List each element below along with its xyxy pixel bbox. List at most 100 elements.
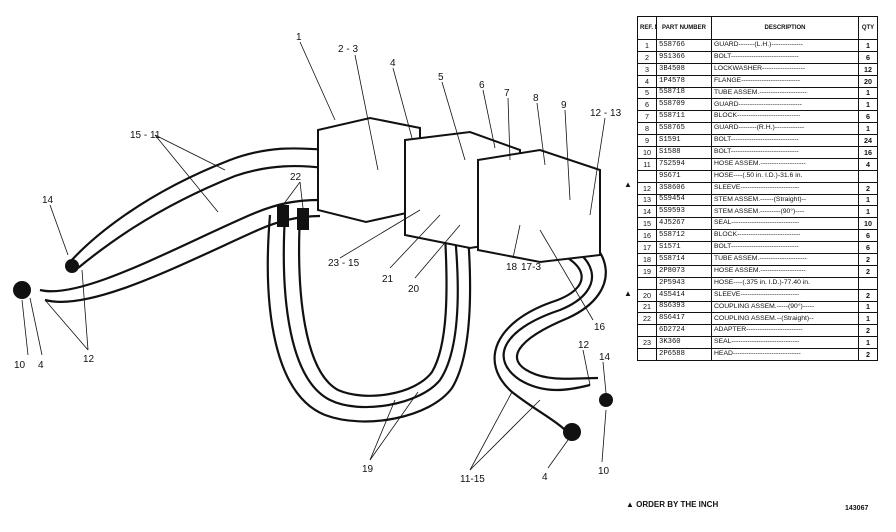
- callout-19: 19: [362, 464, 374, 475]
- cell-qty: 2: [858, 264, 878, 278]
- cell-desc: STEM ASSEM.---------(90°)----: [711, 205, 859, 219]
- cell-part: 3S8606: [656, 181, 712, 195]
- cell-qty: 6: [858, 110, 878, 124]
- cell-ref: 5: [637, 86, 657, 100]
- cell-qty: 1: [858, 205, 878, 219]
- callout-1: 1: [296, 32, 302, 43]
- col-qty: QTY: [858, 16, 878, 40]
- footnote: ▲ ORDER BY THE INCH: [626, 500, 719, 509]
- fitting-22-a: [277, 205, 289, 227]
- cell-desc: HOSE----(.50 in. I.D.)-31.6 in.: [711, 169, 859, 183]
- cell-part: 1P4578: [656, 74, 712, 88]
- callout-9: 9: [561, 100, 567, 111]
- cell-part: 5S8714: [656, 253, 712, 266]
- col-part: PART NUMBER: [656, 16, 712, 40]
- cell-desc: GUARD--------(R.H.)-------------: [711, 122, 859, 136]
- cell-ref: 6: [637, 98, 657, 112]
- cell-part: 9S671: [656, 169, 712, 183]
- cell-qty: 10: [858, 217, 878, 231]
- cell-desc: TUBE ASSEM.---------------------: [711, 253, 859, 266]
- hose-11-15-a: [502, 233, 593, 392]
- cell-ref: 17: [637, 241, 657, 255]
- cell-part: 4S5414: [656, 288, 712, 302]
- parts-list: REF. NO. PART NUMBER DESCRIPTION QTY 15S…: [637, 16, 878, 362]
- cell-qty: 1: [858, 336, 878, 350]
- cell-qty: 2: [858, 324, 878, 338]
- cell-qty: [858, 276, 878, 290]
- cell-qty: 4: [858, 157, 878, 171]
- callout-12-left: 12: [83, 354, 95, 365]
- cell-part: 7S2594: [656, 157, 712, 171]
- cell-desc: TUBE ASSEM.---------------------: [711, 86, 859, 100]
- cell-desc: ADAPTER-------------------------: [711, 324, 859, 338]
- cell-ref: 12: [637, 181, 657, 195]
- callout-4-top: 4: [390, 58, 396, 69]
- cell-qty: 1: [858, 312, 878, 326]
- hose-15-11-mid: [77, 164, 326, 269]
- cell-qty: 1: [858, 193, 878, 207]
- order-mark-row-19: ▲: [624, 289, 632, 298]
- cell-part: 5S8712: [656, 229, 712, 243]
- cell-qty: [858, 169, 878, 183]
- callout-23-15: 23 - 15: [328, 258, 360, 269]
- cell-desc: GUARD----------------------------: [711, 98, 859, 112]
- cell-part: 5S8766: [656, 39, 712, 52]
- callout-22: 22: [290, 172, 302, 183]
- stem-14-left: [65, 259, 79, 273]
- cell-ref: 2: [637, 50, 657, 64]
- cell-ref: 3: [637, 62, 657, 76]
- cell-desc: HOSE----(.375 in. I.D.)-77.40 in.: [711, 276, 859, 290]
- callout-17-3: 17-3: [521, 262, 541, 273]
- callout-15-11: 15 - 11: [130, 130, 161, 141]
- cell-part: 5S8709: [656, 98, 712, 112]
- cell-part: S1571: [656, 241, 712, 255]
- hose-15-11-bottom: [44, 214, 321, 303]
- cell-ref: [637, 276, 657, 290]
- cell-ref: 8: [637, 122, 657, 136]
- cell-desc: BOLT------------------------------: [711, 50, 859, 64]
- cell-desc: FLANGE--------------------------: [711, 74, 859, 88]
- cell-part: 8S6417: [656, 312, 712, 326]
- cell-ref: [637, 324, 657, 338]
- cell-ref: 11: [637, 157, 657, 171]
- cell-qty: 2: [858, 181, 878, 195]
- cell-ref: 13: [637, 193, 657, 207]
- hose-11-15-c: [515, 220, 607, 380]
- cell-ref: 4: [637, 74, 657, 88]
- callout-18: 18: [506, 262, 518, 273]
- cell-part: 3K360: [656, 336, 712, 350]
- cell-part: 6D2724: [656, 324, 712, 338]
- cell-ref: 9: [637, 134, 657, 148]
- cell-ref: [637, 348, 657, 362]
- cell-qty: 12: [858, 62, 878, 76]
- cell-desc: HOSE ASSEM.--------------------: [711, 157, 859, 171]
- hose-15-11-upper: [69, 147, 331, 263]
- cell-part: 2P8073: [656, 264, 712, 278]
- cell-desc: COUPLING ASSEM.-----(90°)-----: [711, 300, 859, 314]
- callout-2-3: 2 - 3: [338, 44, 358, 55]
- fitting-22-b: [297, 208, 309, 230]
- cell-qty: 1: [858, 122, 878, 136]
- cell-desc: BOLT------------------------------: [711, 134, 859, 148]
- plate-number: 143067: [845, 505, 869, 512]
- cell-qty: 20: [858, 74, 878, 88]
- cell-ref: 14: [637, 205, 657, 219]
- cell-desc: LOCKWASHER-------------------: [711, 62, 859, 76]
- cell-ref: 1: [637, 39, 657, 52]
- cell-desc: BOLT------------------------------: [711, 146, 859, 159]
- cell-part: 8S6393: [656, 300, 712, 314]
- stem-14-right: [599, 393, 613, 407]
- hose-19-c: [266, 214, 472, 423]
